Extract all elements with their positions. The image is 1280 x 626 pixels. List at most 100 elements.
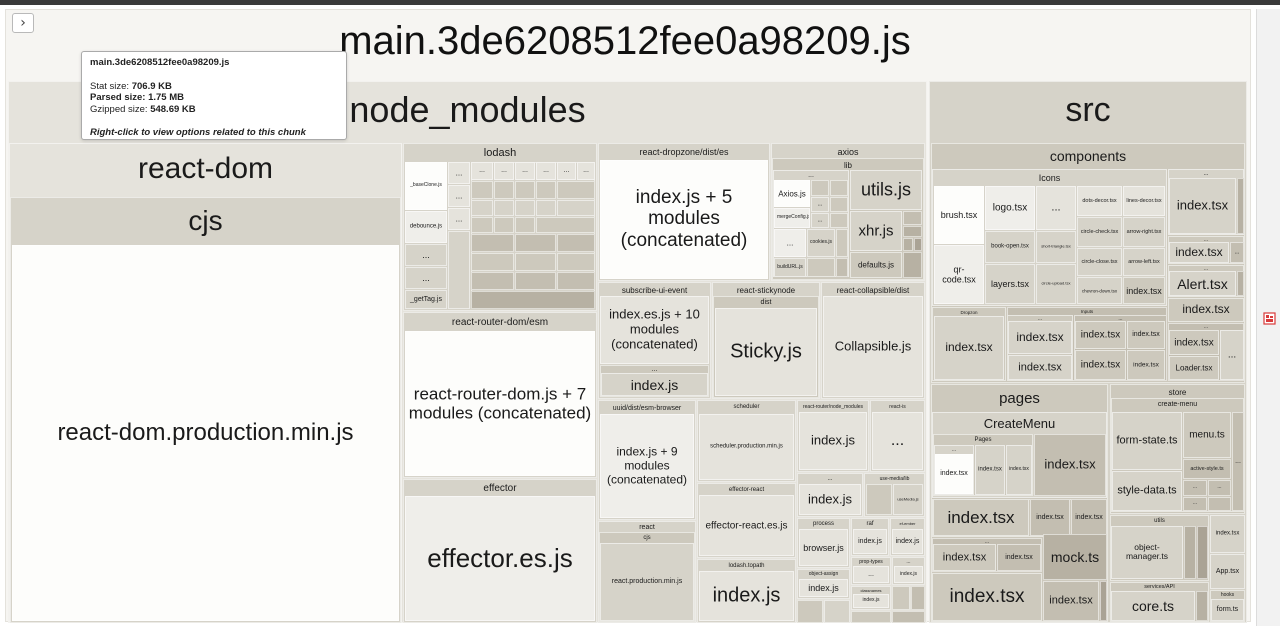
module-loader[interactable]: Loader.tsx (1169, 356, 1219, 380)
module-pages-index-1[interactable]: index.tsx (935, 454, 973, 494)
module-loader-misc[interactable]: ... (1220, 330, 1244, 380)
module-lodash-tiny-18[interactable] (494, 217, 514, 233)
module-axios-misc-4[interactable] (830, 197, 848, 212)
module-dropzon-index[interactable]: index.tsx (934, 316, 1004, 380)
module-lodash-tiny-14[interactable] (515, 200, 535, 216)
module-pages-index-6[interactable]: index.tsx (1071, 499, 1107, 536)
module-merge-config[interactable]: mergeConfig.js (774, 208, 810, 228)
module-lodash-tiny-8[interactable] (494, 181, 514, 199)
module-brush[interactable]: brush.tsx (934, 186, 984, 244)
module-pages-index-3[interactable]: index.tsx (1006, 445, 1032, 495)
module-axios-misc-2[interactable] (830, 180, 848, 196)
module-lodash-tiny-2[interactable]: ... (494, 162, 514, 180)
module-inputs-index-3[interactable]: index.tsx (1075, 321, 1126, 349)
module-lodash-misc-2[interactable]: ... (405, 267, 447, 289)
module-lodash-tiny-1[interactable]: ... (471, 162, 493, 180)
module-lodash-tiny-25[interactable] (515, 253, 556, 271)
module-utils-js[interactable]: utils.js (850, 170, 922, 210)
module-menu-ts[interactable]: menu.ts (1183, 412, 1231, 458)
module-style-data[interactable]: style-data.ts (1112, 471, 1182, 511)
module-arrow-right[interactable]: arrow-right.tsx (1123, 217, 1165, 247)
module-mock[interactable]: mock.ts (1043, 534, 1107, 580)
module-lodash-tiny-29[interactable] (557, 272, 595, 290)
module-lodash-tiny-26[interactable] (557, 253, 595, 271)
module-subscribe-index2[interactable]: index.js (601, 373, 708, 396)
module-react-is-misc[interactable]: ... (872, 412, 923, 470)
module-lodash-tiny-12[interactable] (471, 200, 493, 216)
module-components-misc-2a[interactable]: ... (1230, 242, 1244, 263)
module-effector-es[interactable]: effector.es.js (405, 496, 595, 621)
module-icons-index[interactable]: index.tsx (1123, 277, 1165, 304)
module-lodash-misc-5[interactable]: ... (448, 208, 470, 230)
module-axios-adapter-1[interactable] (903, 211, 922, 225)
module-icons-misc-1[interactable]: ... (1036, 186, 1076, 230)
module-axios-adapter-4[interactable] (914, 238, 922, 251)
module-axios-misc-10[interactable] (836, 258, 848, 277)
module-axios-adapter-3[interactable] (903, 238, 913, 251)
module-axios-adapter-5[interactable] (903, 252, 922, 278)
module-uuid-index[interactable]: index.js + 9 modules (concatenated) (600, 414, 694, 518)
module-pages-index-7[interactable]: index.tsx (933, 544, 996, 571)
module-circle-check[interactable]: circle-check.tsx (1077, 217, 1122, 247)
module-pages-index-5[interactable]: index.tsx (1030, 499, 1070, 536)
module-alert[interactable]: Alert.tsx (1169, 271, 1236, 296)
module-dropzone-index[interactable]: index.js + 5 modules (concatenated) (600, 160, 768, 279)
module-misc-small-1-index[interactable]: index.js (894, 566, 923, 583)
module-inputs-index-6[interactable]: index.tsx (1127, 350, 1165, 380)
module-core-ts[interactable]: core.ts (1111, 591, 1195, 621)
module-store-misc-5[interactable]: ... (1232, 412, 1244, 511)
module-lodash-tiny-16[interactable] (557, 200, 595, 216)
module-pages-misc-1[interactable] (1100, 581, 1107, 621)
module-qr-code[interactable]: qr-code.tsx (934, 245, 984, 304)
module-use-media-file[interactable]: useMedia.js (893, 484, 923, 515)
module-lodash-topath-index[interactable]: index.js (699, 571, 794, 621)
module-pages-index-9[interactable]: index.tsx (932, 573, 1042, 621)
module-sticky-js[interactable]: Sticky.js (715, 308, 817, 396)
module-axios-misc-3[interactable]: ... (811, 197, 829, 212)
module-axios-misc-1[interactable] (811, 180, 829, 196)
module-inputs-index-4[interactable]: index.tsx (1127, 321, 1165, 349)
module-lodash-tiny-22[interactable] (515, 234, 556, 252)
module-components-index-2[interactable]: index.tsx (1169, 242, 1229, 263)
module-axios-misc-8[interactable] (836, 229, 848, 257)
module-lodash-tiny-17[interactable] (471, 217, 493, 233)
module-axios-misc-6[interactable] (830, 213, 848, 228)
module-lodash-tiny-6[interactable]: ... (577, 162, 595, 180)
module-lodash-debounce[interactable]: debounce.js (405, 211, 447, 243)
module-scheduler-production[interactable]: scheduler.production.min.js (699, 414, 794, 480)
module-lodash-misc-1[interactable]: ... (405, 244, 447, 266)
module-lodash-tiny-3[interactable]: ... (515, 162, 535, 180)
module-src-index[interactable]: index.tsx (1210, 515, 1245, 553)
module-lodash-misc-3[interactable]: ... (448, 162, 470, 184)
module-prop-types-misc[interactable]: ... (853, 566, 889, 583)
module-services-misc[interactable] (1196, 591, 1208, 621)
module-components-index-3[interactable]: index.tsx (1168, 298, 1244, 322)
module-pages-index-8[interactable]: index.tsx (997, 544, 1041, 571)
module-lodash-misc-4[interactable]: ... (448, 185, 470, 207)
module-raf-index[interactable]: index.js (853, 529, 887, 554)
module-lodash-tiny-21[interactable] (471, 234, 514, 252)
module-logo[interactable]: logo.tsx (985, 186, 1035, 230)
module-react-router-index[interactable]: index.js (799, 412, 867, 470)
module-store-misc-2[interactable]: ... (1208, 480, 1231, 496)
module-lodash-tiny-28[interactable] (515, 272, 556, 290)
module-circle-close[interactable]: circle-close.tsx (1077, 248, 1122, 276)
module-lodash-tiny-9[interactable] (515, 181, 535, 199)
module-store-misc-1[interactable]: ... (1183, 480, 1207, 496)
module-effector-react-es[interactable]: effector-react.es.js (699, 495, 794, 556)
module-dots-decor[interactable]: dots-decor.tsx (1077, 186, 1122, 216)
module-inputs-index-1[interactable]: index.tsx (1008, 321, 1072, 354)
module-react-production[interactable]: react.production.min.js (600, 543, 694, 621)
module-arrow-left[interactable]: arrow-left.tsx (1123, 248, 1165, 276)
module-collapsible-js[interactable]: Collapsible.js (823, 296, 923, 397)
module-object-manager[interactable]: object-manager.ts (1111, 526, 1183, 579)
module-lodash-small-grid-1[interactable] (448, 231, 470, 309)
module-lodash-tiny-30[interactable] (471, 291, 595, 309)
module-misc-small-5[interactable] (892, 611, 925, 623)
module-misc-small-4[interactable] (851, 611, 891, 623)
module-lodash-tiny-13[interactable] (494, 200, 514, 216)
module-lodash-tiny-10[interactable] (536, 181, 556, 199)
module-react-router-dom[interactable]: react-router-dom.js + 7 modules (concate… (405, 331, 595, 476)
module-active-style[interactable]: active-style.ts (1183, 459, 1231, 479)
module-lodash-tiny-5[interactable]: ... (557, 162, 576, 180)
